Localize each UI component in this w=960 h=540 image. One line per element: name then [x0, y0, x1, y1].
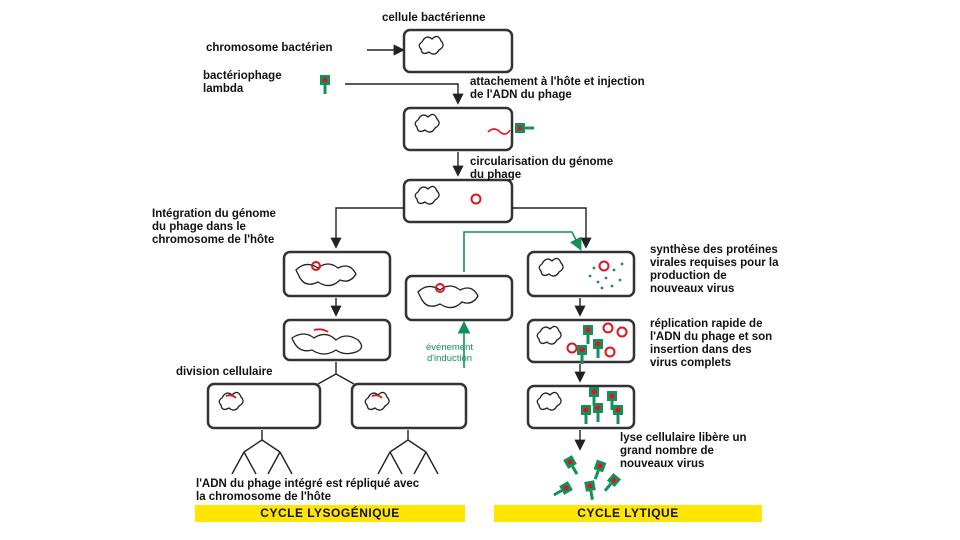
cell-initial — [402, 28, 514, 74]
cell-integrated — [282, 250, 392, 298]
label-replication: réplication rapide de l'ADN du phage et … — [650, 318, 773, 369]
label-synthese: synthèse des protéines virales requises … — [650, 244, 779, 295]
label-evenement: événement d'induction — [426, 342, 474, 364]
cell-prophage — [282, 318, 392, 362]
cell-daughter-right — [350, 382, 468, 430]
released-viruses — [551, 455, 622, 501]
cell-induction — [404, 274, 514, 322]
cell-injection — [402, 106, 534, 152]
arrow-branch-lytic — [512, 207, 592, 249]
label-adn-replique: l'ADN du phage intégré est répliqué avec… — [196, 478, 420, 503]
label-cellule: cellule bactérienne — [382, 12, 486, 24]
cell-synthesis — [526, 250, 636, 298]
cell-circularised — [402, 178, 514, 224]
cell-daughter-left — [206, 382, 322, 430]
arrow-induction-to-lytic — [463, 231, 582, 272]
label-chromosome: chromosome bactérien — [206, 42, 333, 54]
label-bacteriophage: bactériophage lambda — [203, 70, 282, 95]
label-lyse: lyse cellulaire libère un grand nombre d… — [620, 432, 747, 470]
cell-virions — [526, 384, 636, 430]
arrow-branch-lysogenic — [330, 207, 404, 249]
phage-lambda-icon — [320, 75, 330, 94]
label-division: division cellulaire — [176, 366, 273, 378]
division-branches-bottom — [231, 430, 439, 475]
banner-cycle-lysogenique: CYCLE LYSOGÉNIQUE — [195, 505, 465, 522]
division-branch — [317, 362, 355, 385]
label-integration: Intégration du génome du phage dans le c… — [152, 208, 276, 246]
cell-replication — [526, 318, 636, 364]
label-attachement: attachement à l'hôte et injection de l'A… — [470, 76, 645, 101]
banner-cycle-lytique: CYCLE LYTIQUE — [494, 505, 762, 522]
label-circularisation: circularisation du génome du phage — [470, 156, 614, 181]
arrow-phage-to-attach — [345, 83, 464, 105]
